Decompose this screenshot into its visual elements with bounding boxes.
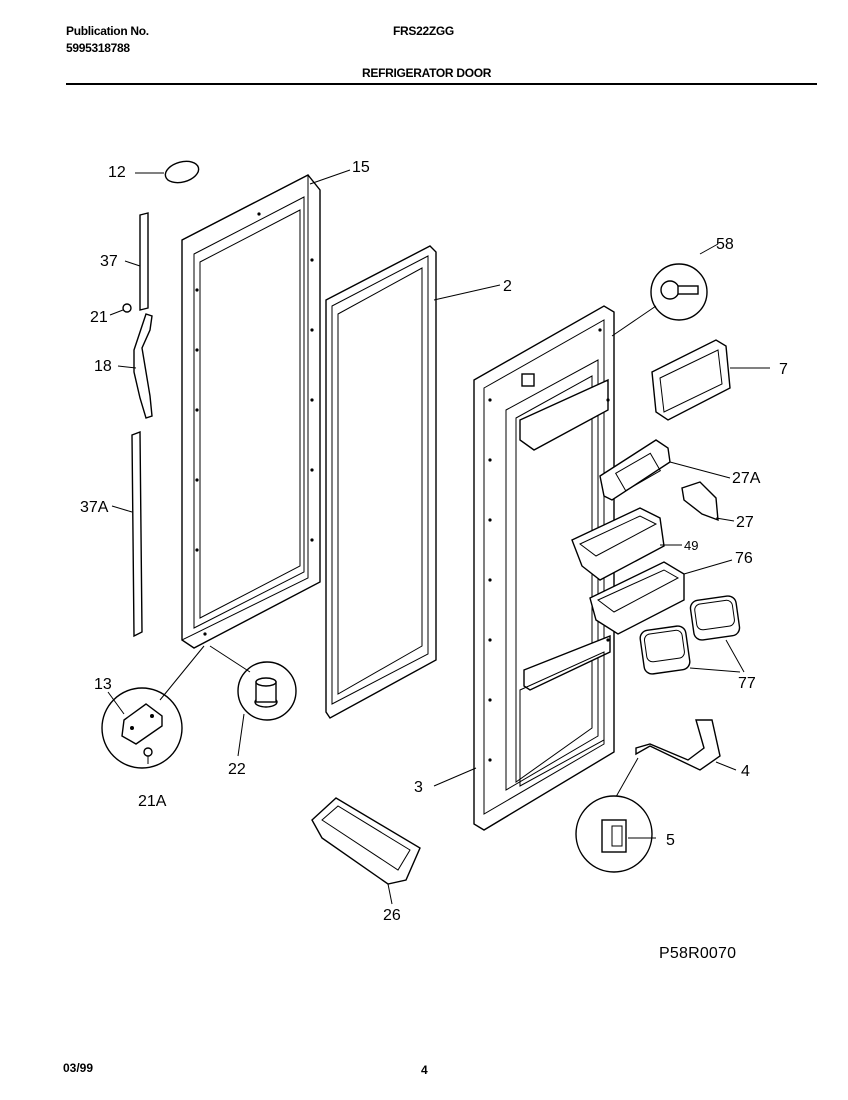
publication-label: Publication No. <box>66 24 149 38</box>
part-22-bushing-inset <box>209 645 297 757</box>
figure-id: P58R0070 <box>659 945 737 962</box>
part-12-cap <box>135 160 200 184</box>
callout-37A: 37A <box>80 499 109 516</box>
callout-13: 13 <box>94 676 112 693</box>
part-76-door-bin <box>589 559 733 635</box>
callout-49: 49 <box>684 538 698 553</box>
callout-2: 2 <box>503 278 512 295</box>
model-number: FRS22ZGG <box>393 24 454 38</box>
part-21-screw <box>109 303 132 316</box>
callout-18: 18 <box>94 358 112 375</box>
callout-7: 7 <box>779 361 788 378</box>
callout-27: 27 <box>736 514 754 531</box>
callout-22: 22 <box>228 761 246 778</box>
callout-76: 76 <box>735 550 753 567</box>
part-27A-grille <box>599 439 731 501</box>
callout-21A: 21A <box>138 793 167 810</box>
header-rule <box>66 83 817 85</box>
callout-26: 26 <box>383 907 401 924</box>
part-3-door-liner <box>433 305 615 831</box>
part-49-door-bin <box>571 507 682 581</box>
footer-date: 03/99 <box>63 1061 94 1075</box>
part-13-hinge-inset <box>101 645 205 769</box>
callout-37: 37 <box>100 253 118 270</box>
part-18-handle-trim <box>117 313 153 419</box>
part-21A-screw <box>143 747 153 764</box>
callout-21: 21 <box>90 309 108 326</box>
part-5-clip-inset <box>575 795 656 873</box>
part-27-bracket <box>681 481 735 522</box>
part-37A-trim-strip <box>111 430 143 638</box>
callout-3: 3 <box>414 779 423 796</box>
callout-5: 5 <box>666 832 675 849</box>
callout-77: 77 <box>738 675 756 692</box>
section-title: REFRIGERATOR DOOR <box>362 66 492 80</box>
part-15-door-panel <box>181 169 351 649</box>
page-number: 4 <box>421 1063 428 1077</box>
callout-4: 4 <box>741 763 750 780</box>
part-26-door-bin <box>311 797 421 905</box>
part-7-cover <box>651 339 770 421</box>
part-77-containers <box>639 595 745 675</box>
part-2-gasket <box>325 245 501 719</box>
callout-15: 15 <box>352 159 370 176</box>
callout-12: 12 <box>108 164 126 181</box>
part-58-screw-inset <box>611 243 719 337</box>
publication-number: 5995318788 <box>66 41 130 55</box>
part-37-trim-strip <box>124 212 149 311</box>
callout-27A: 27A <box>732 470 761 487</box>
callout-58: 58 <box>716 236 734 253</box>
